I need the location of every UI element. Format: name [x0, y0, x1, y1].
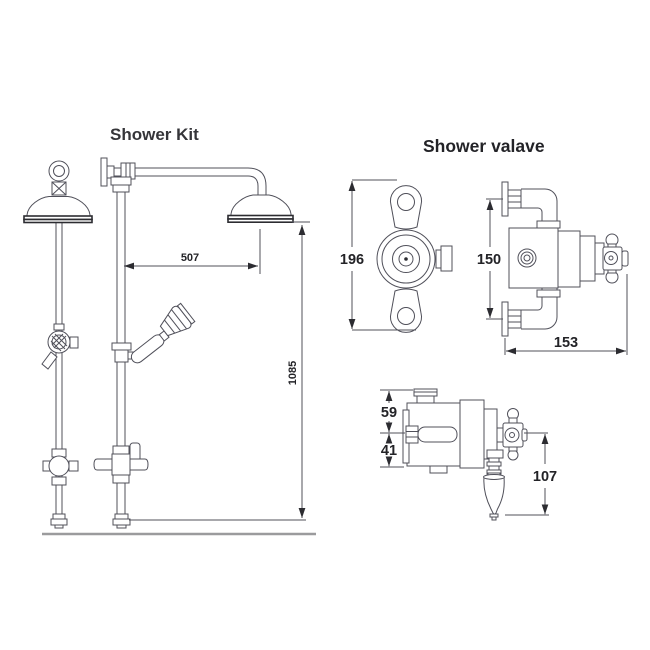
- dim-150: 150: [477, 198, 503, 320]
- dim-196-label: 196: [340, 252, 364, 268]
- dim-1085: 1085: [129, 221, 310, 521]
- handset: [130, 302, 196, 364]
- dim-107: 107: [505, 432, 557, 516]
- porcelain-lever: [483, 449, 505, 521]
- flow-control-knob: [41, 323, 79, 370]
- dim-107-label: 107: [533, 469, 557, 485]
- side-diverter: [42, 448, 79, 486]
- shower-head-side-view: [23, 160, 93, 529]
- dim-153-label: 153: [554, 335, 578, 351]
- rail-diverter: [93, 442, 149, 484]
- shower-head-front-view: [227, 194, 294, 224]
- valve-front-view: 196: [340, 179, 453, 333]
- riser-rail-front-view: [93, 157, 294, 529]
- dim-59-label: 59: [381, 405, 397, 421]
- dim-153: 153: [504, 274, 628, 355]
- dim-150-label: 150: [477, 252, 501, 268]
- shower-kit-diagram: Shower Kit: [23, 125, 316, 536]
- dim-59-41: 59 41: [380, 389, 413, 468]
- rail-outlet-fitting: [112, 513, 131, 529]
- cross-handle-side: [602, 233, 629, 284]
- dim-1085-label: 1085: [287, 361, 299, 385]
- dim-196: 196: [340, 179, 416, 331]
- dim-507-label: 507: [181, 252, 199, 264]
- dim-507: 507: [124, 229, 261, 274]
- dim-41-label: 41: [381, 443, 397, 459]
- cross-handle-profile: [496, 408, 528, 461]
- shower-valve-title: Shower valave: [423, 136, 545, 156]
- side-outlet-fitting: [50, 513, 68, 529]
- shower-kit-title: Shower Kit: [110, 125, 199, 144]
- valve-side-view: 150 153: [477, 181, 629, 355]
- valve-profile-view: 59 41 107: [380, 388, 557, 521]
